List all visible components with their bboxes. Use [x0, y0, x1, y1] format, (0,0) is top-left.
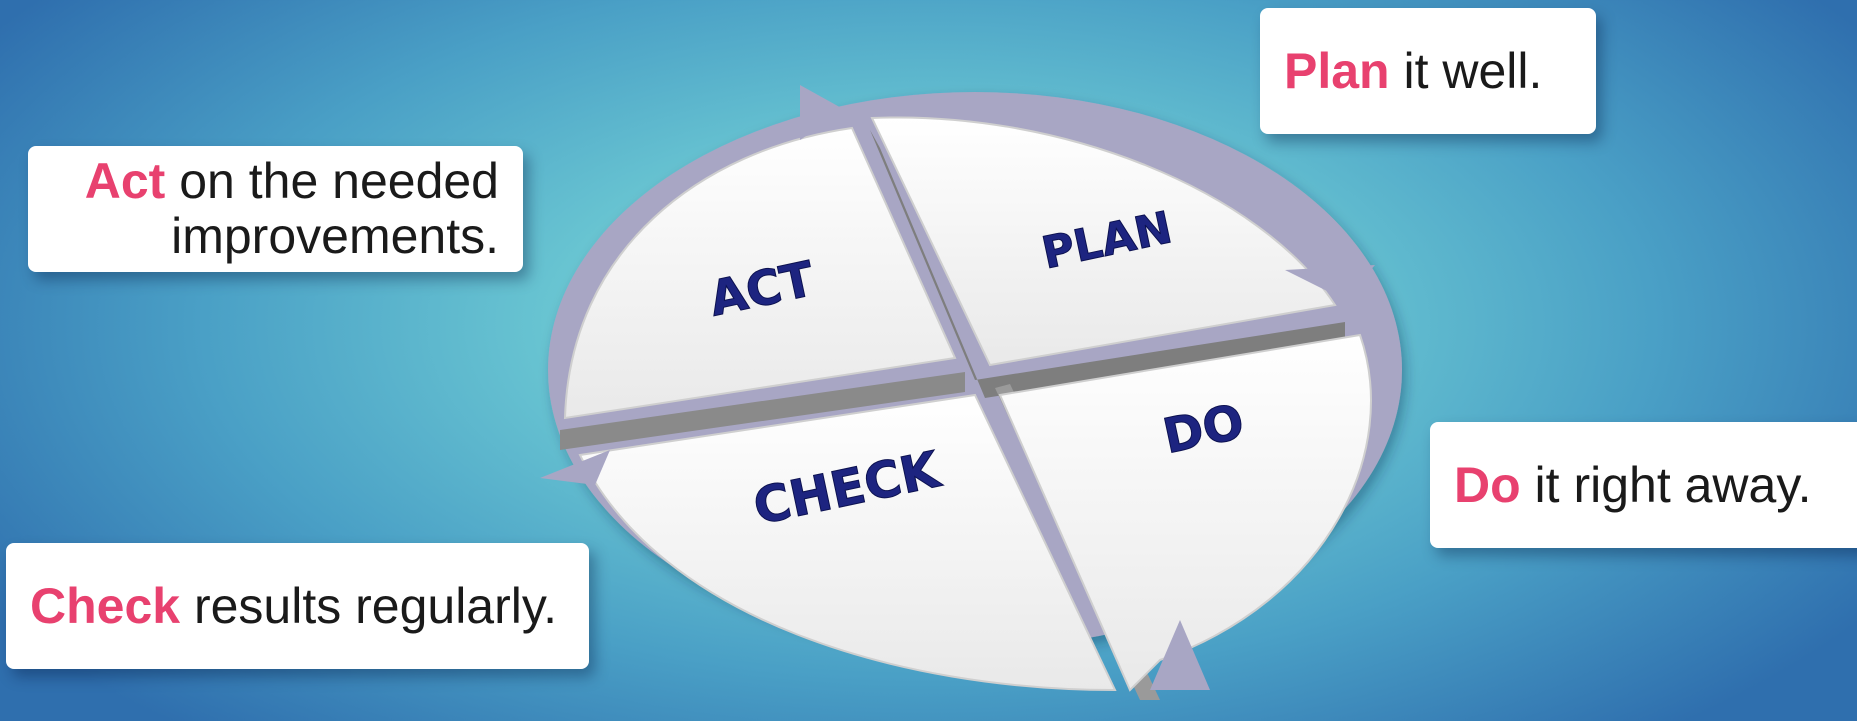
plan-callout-text: it well.	[1389, 42, 1543, 99]
do-keyword: Do	[1454, 456, 1521, 513]
arrowhead-top	[800, 85, 845, 140]
act-callout-text-line2: improvements.	[171, 208, 499, 264]
do-callout-card: Do it right away.	[1430, 422, 1857, 548]
check-callout-text: results regularly.	[180, 577, 558, 634]
check-keyword: Check	[30, 577, 181, 634]
plan-keyword: Plan	[1284, 42, 1390, 99]
arrowhead-right	[1285, 265, 1375, 300]
segment-act	[563, 126, 957, 420]
arrowhead-bottom	[1150, 620, 1210, 690]
do-callout-text: it right away.	[1520, 456, 1812, 513]
cycle-arrowheads	[540, 85, 1375, 690]
segment-check	[578, 393, 1117, 692]
plan-callout-card: Plan it well.	[1260, 8, 1596, 134]
act-callout-text-line1: on the needed	[165, 153, 499, 209]
arrowhead-left	[540, 450, 610, 485]
act-keyword: Act	[84, 153, 166, 209]
check-callout-card: Check results regularly.	[6, 543, 589, 669]
segment-do	[998, 333, 1372, 692]
act-callout-card: Act on the needed improvements.	[28, 146, 523, 272]
